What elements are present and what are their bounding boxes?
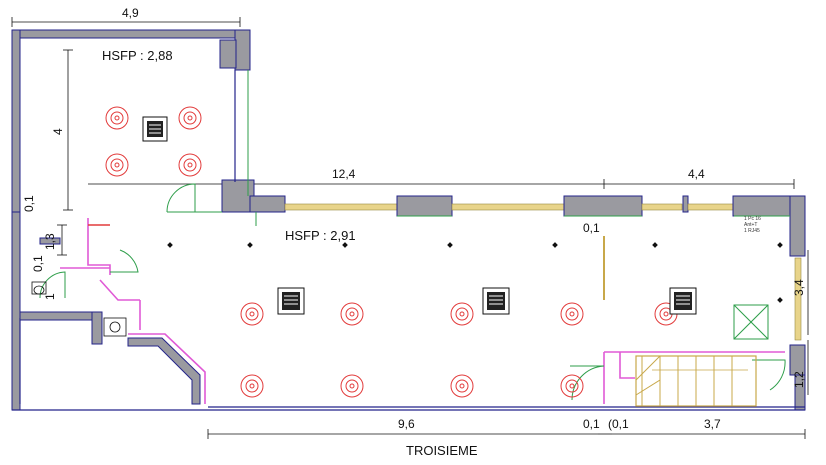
dim-inner-01: 0,1 [583,221,600,235]
ac-unit [142,116,168,142]
dim-bottom-37: 3,7 [704,417,721,431]
dimension-lines [11,17,809,439]
labels: HSFP : 2,88 HSFP : 2,91 TROISIEME [102,48,478,458]
dim-left-13: 1,3 [43,233,57,250]
dim-left-01b: 0,1 [31,255,45,272]
spotlight [450,374,474,398]
dim-left-1: 1 [43,293,57,300]
spotlight [178,106,202,130]
dim-mid-span: 12,4 [332,167,356,181]
electrical-note-line: 1 Pc 16 [744,216,761,222]
spotlight [340,302,364,326]
ac-unit [669,287,697,315]
dim-right-span: 4,4 [688,167,705,181]
dim-bottom-01a: 0,1 [583,417,600,431]
dim-upper-room-depth: 4 [51,128,65,135]
upper-room-height-label: HSFP : 2,88 [102,48,173,63]
dim-right-34: 3,4 [792,279,806,296]
spotlight [560,302,584,326]
dimension-labels: 4,9 4 12,4 4,4 0,1 1,3 0,1 1 0,1 3,4 1,2… [22,6,806,431]
door-swings [39,70,790,401]
spotlight [340,374,364,398]
spotlight [240,374,264,398]
electrical-note: 1 Pc 16 Ant+T 1 RJ45 [744,216,761,234]
dim-bottom-01b: (0,1 [608,417,629,431]
ceiling-points [167,242,783,303]
sanitary-fixtures [31,224,127,337]
plan-title: TROISIEME [406,443,478,458]
main-room-height-label: HSFP : 2,91 [285,228,356,243]
ceiling-ac-units [142,116,697,315]
partitions [60,218,785,404]
dim-top-width: 4,9 [122,6,139,20]
dim-right-12: 1,2 [792,371,806,388]
ac-unit [277,287,305,315]
dim-left-small: 0,1 [22,195,36,212]
spotlight [240,302,264,326]
spotlight [105,153,129,177]
staircase [635,355,757,407]
spotlight [105,106,129,130]
spotlight [560,374,584,398]
dim-bottom-96: 9,6 [398,417,415,431]
ac-unit [482,287,510,315]
electrical-note-line: Ant+T [744,222,757,228]
shaft-box [733,304,769,340]
spotlights [105,106,678,398]
spotlight [178,153,202,177]
electrical-note-line: 1 RJ45 [744,228,760,234]
walls [11,29,806,411]
spotlight [450,302,474,326]
